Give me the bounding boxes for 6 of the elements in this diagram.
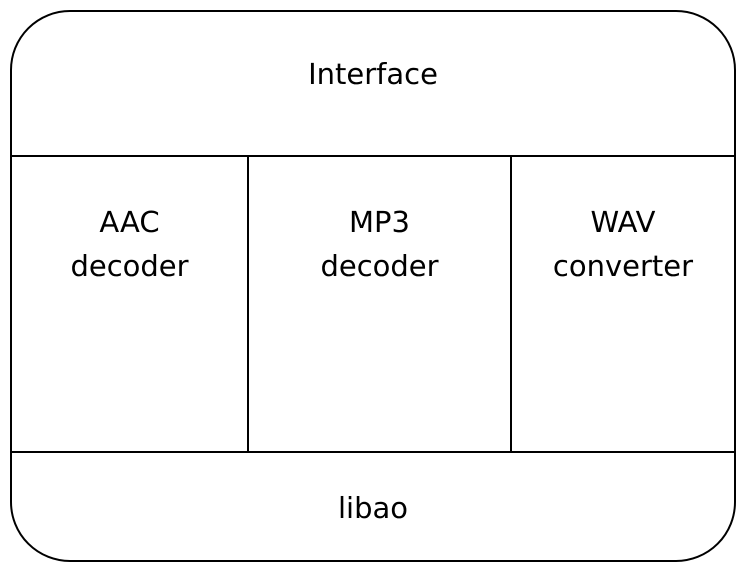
layer-label: WAV converter [552,204,694,285]
layer-label: Interface [308,56,438,92]
layer-label: AAC decoder [69,204,190,285]
frame-box [10,10,736,562]
layer-label: libao [338,490,408,526]
layer-label: MP3 decoder [319,204,440,285]
